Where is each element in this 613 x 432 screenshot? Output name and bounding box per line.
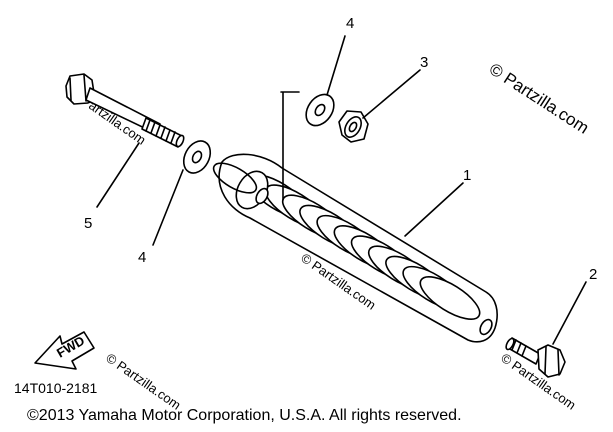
callout-1: 1 bbox=[463, 167, 471, 184]
spring-coil bbox=[419, 276, 481, 320]
svg-text:© Partzilla.com: © Partzilla.com bbox=[103, 350, 183, 413]
washer-part-4-top bbox=[305, 93, 335, 127]
forward-arrow-icon: FWD bbox=[34, 331, 95, 370]
watermark: © Partzilla.com bbox=[486, 59, 592, 137]
callout-5: 5 bbox=[84, 215, 92, 232]
washer-part-4-left bbox=[182, 140, 212, 174]
callout-4-left: 4 bbox=[138, 249, 146, 266]
copyright-notice: ©2013 Yamaha Motor Corporation, U.S.A. A… bbox=[27, 407, 462, 424]
part-code: 14T010-2181 bbox=[14, 380, 98, 396]
callout-3: 3 bbox=[420, 54, 428, 71]
bolt-part-2 bbox=[505, 337, 566, 378]
bolt-part-5 bbox=[65, 73, 185, 148]
callout-2: 2 bbox=[589, 266, 597, 283]
shock-absorber-part-1 bbox=[212, 153, 498, 343]
leader-lines bbox=[96, 35, 587, 345]
nut-part-3 bbox=[338, 110, 369, 143]
coil-spring bbox=[247, 174, 481, 320]
callout-4-top: 4 bbox=[346, 15, 354, 32]
